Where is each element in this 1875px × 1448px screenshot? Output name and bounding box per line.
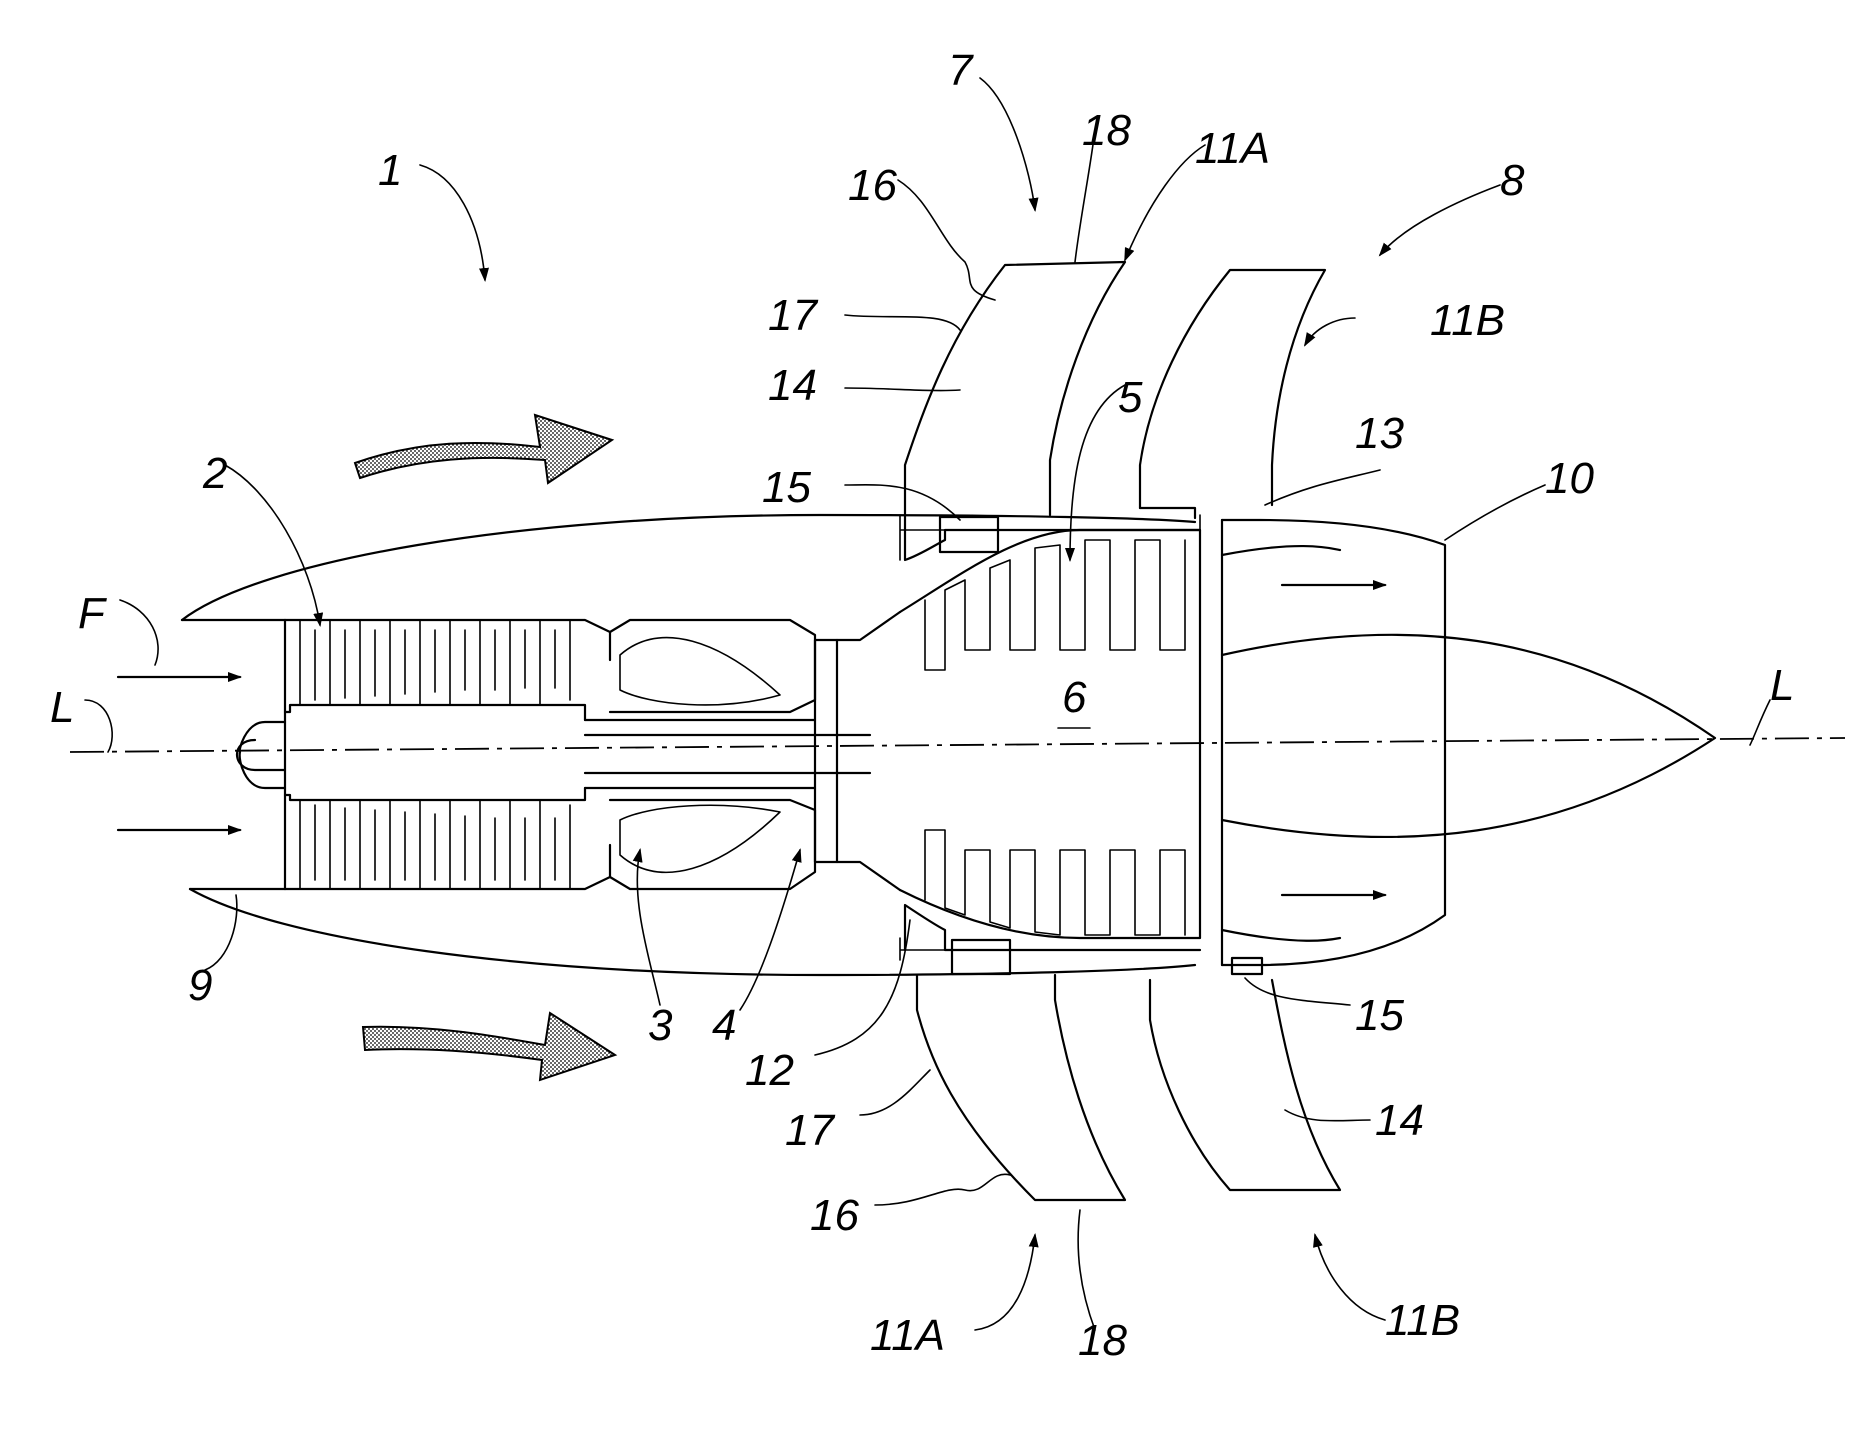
rotor-11B-bottom-blade xyxy=(1150,980,1340,1190)
label-15-top: 15 xyxy=(762,463,811,512)
ring-12-top xyxy=(905,515,1200,560)
label-2: 2 xyxy=(202,449,227,498)
flow-arrow-bottom xyxy=(363,1013,615,1080)
pitch-block-bottom xyxy=(952,940,1010,974)
label-11B-bottom: 11B xyxy=(1385,1296,1460,1345)
nacelle-outer-bottom xyxy=(190,889,1195,975)
label-F: F xyxy=(78,589,107,638)
combustion-chamber-3 xyxy=(585,620,870,889)
longitudinal-axis xyxy=(70,738,1845,752)
label-4: 4 xyxy=(712,1001,736,1050)
flow-arrow-top xyxy=(355,415,612,483)
label-3: 3 xyxy=(648,1001,673,1050)
rotor-11B-top-blade xyxy=(1140,270,1325,508)
label-17-bottom: 17 xyxy=(785,1106,835,1155)
label-16-bottom: 16 xyxy=(810,1191,859,1240)
label-6: 6 xyxy=(1062,673,1087,722)
label-14-top: 14 xyxy=(768,361,817,410)
label-5: 5 xyxy=(1118,373,1143,422)
turbine-4 xyxy=(815,612,900,890)
label-7: 7 xyxy=(948,46,974,95)
rotor-11A-top-blade xyxy=(905,262,1125,515)
label-15-bottom: 15 xyxy=(1355,991,1404,1040)
label-11A-bottom: 11A xyxy=(870,1311,945,1360)
turbine-5 xyxy=(900,515,1200,960)
label-8: 8 xyxy=(1500,156,1525,205)
pitch-block-top xyxy=(940,517,998,552)
label-16-top: 16 xyxy=(848,161,897,210)
exhaust-cone xyxy=(1222,635,1715,837)
label-9: 9 xyxy=(188,961,212,1010)
label-L-right: L xyxy=(1770,661,1794,710)
label-1: 1 xyxy=(378,146,402,195)
label-11A-top: 11A xyxy=(1195,124,1270,173)
label-14-bottom: 14 xyxy=(1375,1096,1424,1145)
label-13: 13 xyxy=(1355,409,1404,458)
label-10: 10 xyxy=(1545,454,1594,503)
label-L-left: L xyxy=(50,683,74,732)
label-18-top: 18 xyxy=(1082,106,1131,155)
rotor-11B-top-root xyxy=(1140,508,1195,518)
compressor-2 xyxy=(237,620,610,889)
label-17-top: 17 xyxy=(768,291,818,340)
label-11B-top: 11B xyxy=(1430,296,1505,345)
rotor-11A-bottom-blade xyxy=(917,975,1125,1200)
label-12: 12 xyxy=(745,1046,794,1095)
label-18-bottom: 18 xyxy=(1078,1316,1127,1365)
